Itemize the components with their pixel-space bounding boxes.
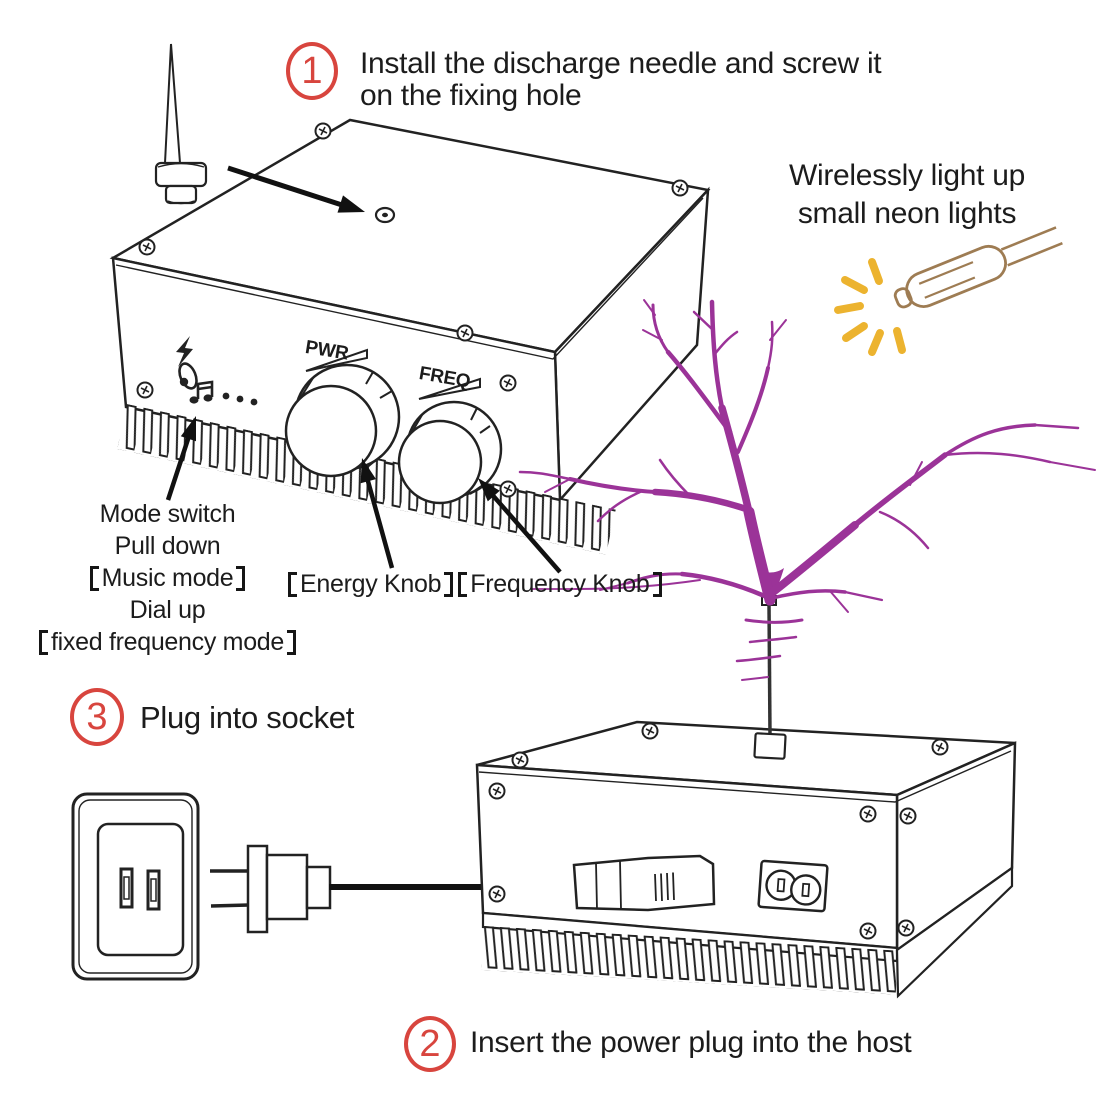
bracket-right-icon: [236, 566, 246, 591]
heatsink-fins-host: [481, 926, 899, 995]
mode-switch-line5: fixed frequency mode: [0, 626, 335, 658]
socket-slot: [119, 867, 161, 911]
power-plug: [210, 844, 332, 934]
spark-rays-icon: [834, 258, 906, 356]
wireless-line1: Wirelessly light up: [788, 159, 1026, 192]
frequency-knob: [397, 377, 503, 505]
bracket-right-icon: [287, 630, 297, 655]
step1-caption: Install the discharge needle and screw i…: [360, 47, 882, 112]
music-note-icon: [189, 380, 214, 404]
label-arrows: [165, 416, 562, 574]
mode-switch-line3: Music mode: [0, 562, 335, 594]
energy-knob-label: Energy Knob: [288, 570, 454, 598]
frequency-knob-label: Frequency Knob: [458, 570, 662, 598]
bracket-left-icon: [38, 630, 48, 655]
bracket-left-icon: [458, 572, 468, 597]
wireless-line2: small neon lights: [797, 197, 1017, 230]
step1-line2: on the fixing hole: [360, 79, 582, 112]
plasma-discharge: [518, 299, 1096, 681]
mode-switch-line2: Pull down: [114, 532, 221, 560]
neon-bulb-icon: [893, 226, 1063, 309]
wireless-caption: Wirelessly light up small neon lights: [742, 157, 1072, 233]
wall-socket: [71, 792, 200, 981]
step2-number-badge: 2: [404, 1016, 456, 1072]
cable-connector: [572, 854, 716, 912]
host-device-front-view: [475, 595, 1017, 999]
install-arrow: [227, 165, 365, 213]
discharge-needle: [154, 43, 208, 205]
bracket-left-icon: [288, 572, 297, 597]
step1-line1: Install the discharge needle and screw i…: [360, 47, 882, 80]
lightning-icon: [176, 336, 193, 367]
panel-dots-icon: [222, 392, 258, 406]
step3-number-badge: 3: [70, 688, 124, 746]
power-inlet-icon: [757, 859, 829, 913]
step1-number-badge: 1: [286, 42, 338, 100]
mode-switch-icon: [178, 362, 198, 390]
step3-caption: Plug into socket: [140, 700, 355, 735]
step2-caption: Insert the power plug into the host: [470, 1026, 912, 1059]
mode-switch-caption: Mode switch Pull down Music mode Dial up…: [0, 498, 335, 658]
bracket-right-icon: [652, 572, 662, 597]
bracket-left-icon: [89, 566, 99, 591]
power-knob: [284, 348, 401, 478]
fixing-hole: [374, 206, 396, 224]
mode-switch-line4: Dial up: [129, 596, 206, 624]
mode-switch-line1: Mode switch: [99, 500, 236, 528]
bracket-right-icon: [444, 572, 454, 597]
